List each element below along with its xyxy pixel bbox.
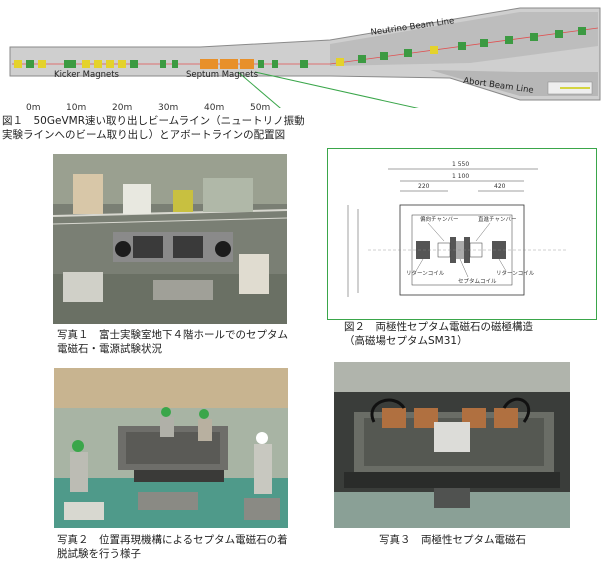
photo2-illustration xyxy=(54,368,288,528)
photo1-illustration xyxy=(53,154,287,324)
scale-tick: 20m xyxy=(112,103,133,113)
scale-tick: 50m xyxy=(250,103,271,113)
kicker-label: Kicker Magnets xyxy=(54,70,119,80)
figure2-drawing-frame: 1 550 1 100 220 420 偏向チャンバー 直進チャンバー リターン… xyxy=(327,148,597,320)
beamline-svg xyxy=(9,7,601,149)
photo2-caption: 写真２ 位置再現機構によるセプタム電磁石の着 脱試験を行う様子 xyxy=(57,533,288,561)
photo1-caption: 写真１ 富士実験室地下４階ホールでのセプタム 電磁石・電源試験状況 xyxy=(57,328,288,356)
scale-tick: 30m xyxy=(158,103,179,113)
scale-tick: 0m xyxy=(26,103,41,113)
photo1-septum-test-hall xyxy=(53,154,287,324)
photo1-caption-line2: 電磁石・電源試験状況 xyxy=(57,343,162,355)
photo3-bipolar-septum-magnet xyxy=(334,362,570,528)
dim-inner: 1 100 xyxy=(452,173,470,180)
dim-right: 420 xyxy=(494,183,506,190)
scale-tick: 10m xyxy=(66,103,87,113)
dim-left: 220 xyxy=(418,183,430,190)
scale-bar: 0m 10m 20m 30m 40m 50m xyxy=(26,103,286,115)
photo2-removal-test xyxy=(54,368,288,528)
label-straight-chamber: 直進チャンバー xyxy=(478,217,517,223)
figure2-caption-line1: 図２ 両極性セプタム電磁石の磁極構造 xyxy=(344,321,533,333)
dim-overall: 1 550 xyxy=(452,161,470,168)
label-return-coil-right: リターンコイル xyxy=(496,271,535,277)
septum-label: Septum Magnets xyxy=(186,70,259,80)
scale-tick: 40m xyxy=(204,103,225,113)
label-septum-coil: セプタムコイル xyxy=(458,279,497,285)
beamline-diagram xyxy=(0,0,609,149)
figure1-caption-line2: 実験ラインへのビーム取り出し）とアボートラインの配置図 xyxy=(2,129,286,141)
figure1-caption-line1: 図１ 50GeVMR速い取り出しビームライン（ニュートリノ振動 xyxy=(2,115,305,127)
label-deflect-chamber: 偏向チャンバー xyxy=(420,217,459,223)
photo3-caption-line1: 写真３ 両極性セプタム電磁石 xyxy=(379,534,526,546)
photo3-caption: 写真３ 両極性セプタム電磁石 xyxy=(379,533,526,547)
photo2-caption-line2: 脱試験を行う様子 xyxy=(57,548,141,560)
photo3-illustration xyxy=(334,362,570,528)
label-return-coil-left: リターンコイル xyxy=(406,271,445,277)
figure2-drawing-svg xyxy=(347,168,568,297)
photo2-caption-line1: 写真２ 位置再現機構によるセプタム電磁石の着 xyxy=(57,534,288,546)
figure2-caption: 図２ 両極性セプタム電磁石の磁極構造 （高磁場セプタムSM31） xyxy=(344,320,533,348)
figure2-caption-line2: （高磁場セプタムSM31） xyxy=(344,335,468,347)
septum-magnets xyxy=(160,59,278,69)
figure1-caption: 図１ 50GeVMR速い取り出しビームライン（ニュートリノ振動 実験ラインへのビ… xyxy=(2,114,305,142)
kicker-magnets xyxy=(14,60,138,68)
photo1-caption-line1: 写真１ 富士実験室地下４階ホールでのセプタム xyxy=(57,329,288,341)
downstream-magnets xyxy=(300,27,586,68)
neutrino-branch xyxy=(330,12,598,66)
